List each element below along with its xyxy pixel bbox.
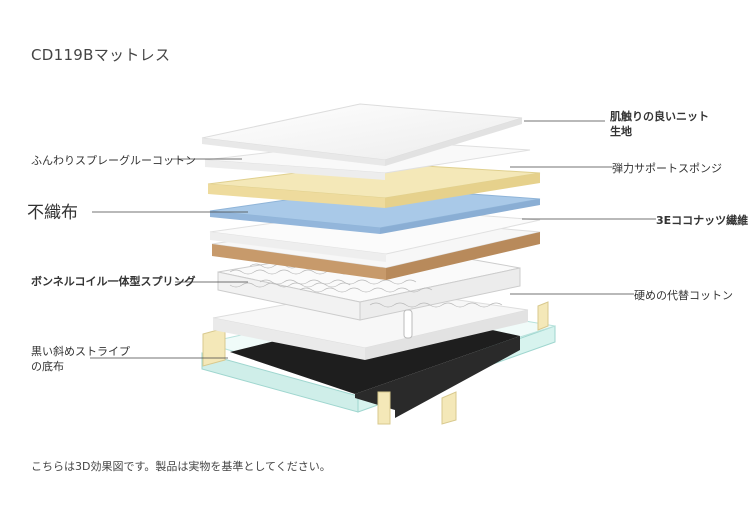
footnote: こちらは3D効果図です。製品は実物を基準としてください。 (31, 460, 331, 473)
label-top-knit: 肌触りの良いニット 生地 (610, 109, 709, 139)
label-spray-cotton: ふんわりスプレーグルーコットン (31, 154, 196, 167)
nonwoven-layer (209, 186, 541, 234)
label-bottom-fabric-line1: 黒い斜めストライプ (31, 345, 130, 358)
label-coconut: 3Eココナッツ繊維 (656, 214, 749, 227)
label-bottom-fabric: 黒い斜めストライプ の底布 (31, 344, 130, 374)
side-panels (202, 301, 549, 425)
label-top-knit-line2: 生地 (610, 125, 632, 138)
page-title: CD119Bマットレス (31, 46, 171, 64)
support-sponge-layer (207, 162, 541, 208)
label-bottom-fabric-line2: の底布 (31, 360, 64, 373)
label-hard-cotton: 硬めの代替コットン (634, 289, 733, 302)
leader-lines (90, 120, 656, 359)
label-support-sponge: 弾力サポートスポンジ (612, 162, 722, 175)
label-nonwoven: 不織布 (27, 203, 78, 223)
label-top-knit-line1: 肌触りの良いニット (610, 110, 709, 123)
top-knit-layer (201, 103, 523, 166)
label-spring: ボンネルコイル一体型スプリング (31, 275, 196, 288)
